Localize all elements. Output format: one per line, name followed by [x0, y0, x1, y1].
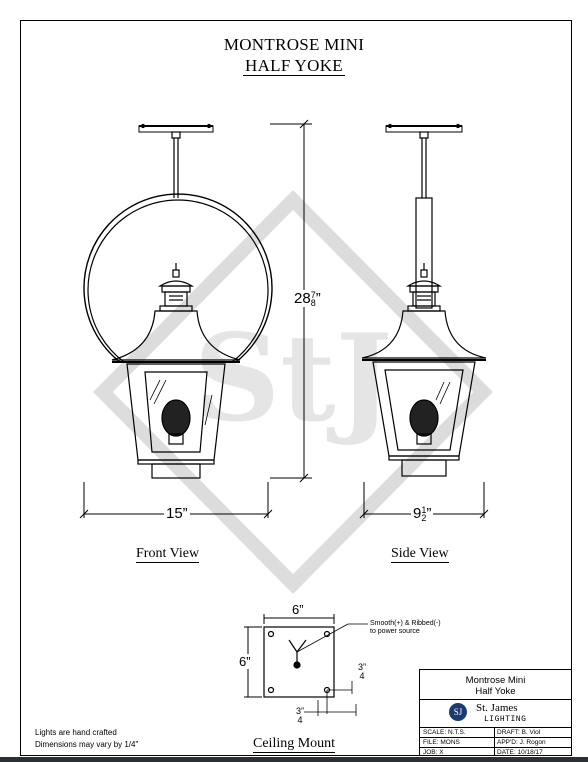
appd-field: APP'D: J. Rogon — [497, 739, 546, 747]
drawing-border — [20, 20, 572, 756]
offset-right-den: 4 — [359, 671, 365, 681]
side-width-mark: ” — [426, 505, 432, 522]
front-view-caption: Front View — [136, 546, 200, 563]
front-view-caption-text: Front View — [136, 546, 200, 563]
drawing-title: MONTROSE MINI — [223, 35, 365, 54]
title-block-product-line1: Montrose Mini — [465, 675, 526, 686]
ceiling-mount-caption-text: Ceiling Mount — [253, 736, 336, 753]
date-label: DATE: — [497, 749, 516, 756]
mount-offset-bottom: 3”4 — [296, 706, 305, 725]
title-block-divider — [494, 727, 495, 755]
front-height-num: 7 — [310, 290, 316, 301]
file-label: FILE: — [423, 739, 439, 746]
side-view-caption: Side View — [391, 546, 449, 563]
notes: Lights are hand crafted Dimensions may v… — [35, 727, 138, 751]
power-callout: Smooth(+) & Ribbed(-) to power source — [370, 620, 441, 636]
title-block-divider — [420, 699, 571, 700]
file-field: FILE: MONS — [423, 739, 460, 747]
offset-right-mark: ” — [363, 662, 367, 672]
mount-width-label: 6” — [290, 602, 306, 617]
side-width-den: 2 — [421, 513, 427, 524]
offset-bottom-num: 3 — [296, 706, 302, 716]
offset-bottom-mark: ” — [301, 706, 305, 716]
front-height-mark: ” — [315, 290, 321, 307]
company-logo-icon: SJ — [449, 703, 467, 721]
side-view-drawing — [361, 123, 487, 477]
side-view-caption-text: Side View — [391, 546, 449, 563]
svg-text:StJ: StJ — [194, 308, 393, 449]
scale-label: SCALE: — [423, 729, 447, 736]
job-field: JOB: X — [423, 749, 444, 757]
power-callout-line2: to power source — [370, 628, 420, 635]
date-field: DATE: 10/18/17 — [497, 749, 543, 757]
company-division: LIGHTING — [484, 715, 527, 724]
note-dimensions: Dimensions may vary by 1/4" — [35, 740, 139, 749]
viewer-bottom-bar — [0, 757, 588, 762]
company-name: St. James — [476, 702, 518, 714]
ceiling-mount-caption: Ceiling Mount — [253, 736, 336, 753]
title-block-product-line2: Half Yoke — [475, 686, 516, 697]
job-label: JOB: — [423, 749, 438, 756]
note-hand-crafted: Lights are hand crafted — [35, 728, 117, 737]
drawing-subtitle: HALF YOKE — [0, 56, 588, 76]
front-view-drawing — [83, 123, 273, 479]
draft-value: B. Viol — [521, 729, 541, 736]
appd-label: APP'D: — [497, 739, 518, 746]
mount-offset-right: 3”4 — [358, 662, 367, 681]
ceiling-mount-drawing — [263, 623, 368, 716]
date-value: 10/18/17 — [517, 749, 543, 756]
offset-right-num: 3 — [358, 662, 364, 672]
mount-height-label: 6” — [237, 654, 253, 669]
title-block-product: Montrose Mini Half Yoke — [420, 675, 571, 697]
watermark-logo: StJ — [93, 190, 493, 594]
title-block: Montrose Mini Half Yoke SJ St. James LIG… — [419, 669, 572, 756]
file-value: MONS — [440, 739, 460, 746]
side-width-whole: 9 — [413, 505, 422, 522]
side-width-num: 1 — [421, 505, 427, 516]
appd-value: J. Rogon — [519, 739, 546, 746]
front-height-den: 8 — [310, 298, 316, 309]
title-block-divider — [420, 747, 571, 748]
offset-bottom-den: 4 — [297, 715, 303, 725]
front-height-whole: 28 — [294, 290, 311, 307]
front-width-label: 15” — [164, 505, 190, 522]
title-block-divider — [420, 737, 571, 738]
draft-label: DRAFT: — [497, 729, 520, 736]
job-value: X — [439, 749, 444, 756]
power-callout-line1: Smooth(+) & Ribbed(-) — [370, 620, 441, 627]
scale-value: N.T.S. — [447, 729, 466, 736]
drawing-subtitle-text: HALF YOKE — [243, 56, 345, 76]
title-block-divider — [420, 727, 571, 728]
scale-field: SCALE: N.T.S. — [423, 729, 466, 737]
draft-field: DRAFT: B. Viol — [497, 729, 540, 737]
